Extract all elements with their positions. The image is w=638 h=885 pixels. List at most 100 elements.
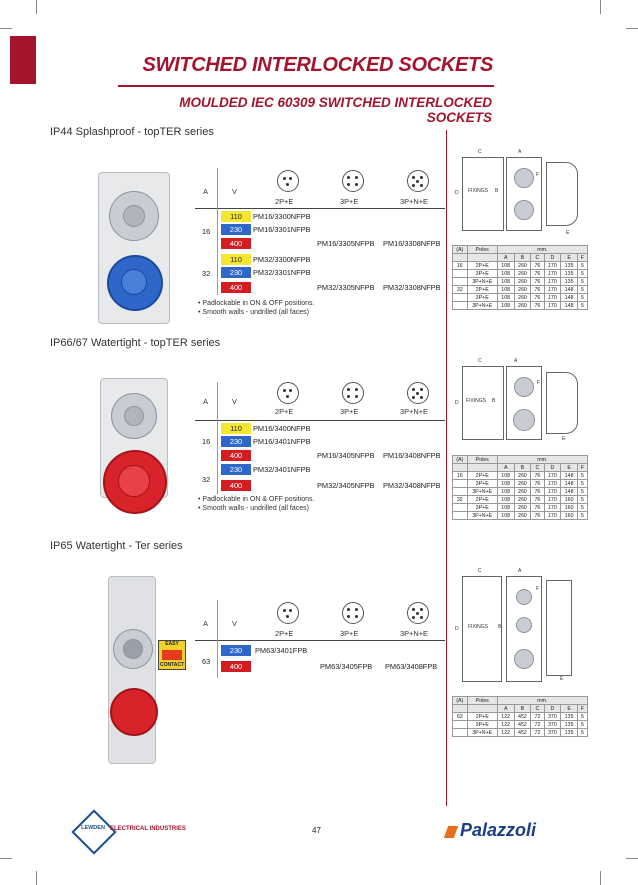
volt-230: 230: [221, 267, 251, 278]
dim-cell: 3P+N+E: [466, 301, 498, 310]
dim-cell: 5: [576, 479, 589, 488]
volt-110: 110: [221, 254, 251, 265]
volt-400: 400: [221, 282, 251, 293]
switch-handle: [123, 205, 145, 227]
volt-230: 230: [221, 464, 251, 475]
dim-cell: 108: [496, 269, 515, 278]
dim-cell: 148: [560, 285, 578, 294]
dim-cell: 260: [513, 293, 532, 302]
product-code: PM32/3401NFPB: [253, 465, 311, 474]
switch-handle: [124, 406, 144, 426]
dimension-drawing-profile: [546, 372, 578, 434]
dim-th: (A): [452, 696, 468, 705]
dim-cell: 135: [560, 261, 578, 270]
dim-a: A: [518, 568, 522, 574]
dim-th: C: [530, 463, 545, 472]
col-header-3pne: 3P+N+E: [400, 197, 428, 206]
dim-f: F: [537, 380, 541, 386]
dim-cell: 160: [560, 503, 578, 512]
dim-cell: [452, 728, 468, 737]
dim-c: C: [478, 358, 482, 364]
product-code: PM63/3408FPB: [385, 662, 438, 671]
dim-th: D: [543, 253, 562, 262]
product-code: PM32/3308NFPB: [383, 283, 441, 292]
dim-cell: 370: [543, 712, 562, 721]
dim-cell: 3P+E: [466, 269, 498, 278]
dim-cell: 148: [560, 487, 578, 496]
product-code: PM16/3308NFPB: [383, 239, 441, 248]
dim-th: A: [496, 463, 515, 472]
dim-d: D: [455, 190, 459, 196]
dim-cell: 170: [543, 479, 562, 488]
dimension-drawing-side: [506, 576, 542, 682]
dim-cell: 108: [496, 277, 515, 286]
dim-cell: 5: [576, 503, 589, 512]
dim-cell: 76: [530, 479, 545, 488]
table-rule: [217, 600, 218, 678]
dim-cell: 135: [560, 269, 578, 278]
dim-cell: 260: [513, 511, 532, 520]
volt-230: 230: [221, 436, 251, 447]
dim-cell: 32: [452, 285, 468, 294]
crop-mark: [0, 28, 12, 29]
switch-handle: [123, 639, 143, 659]
product-code: PM16/3408NFPB: [383, 451, 441, 460]
feature-item: • Padlockable in ON & OFF positions.: [198, 496, 315, 503]
dim-cell: 76: [530, 269, 545, 278]
drawing-socket: [514, 649, 534, 669]
dimension-drawing-profile: [546, 162, 578, 226]
dim-cell: 260: [513, 261, 532, 270]
dim-cell: 72: [530, 728, 545, 737]
col-header-volts: V: [232, 619, 237, 628]
col-header-volts: V: [232, 397, 237, 406]
dim-th: B: [513, 463, 532, 472]
dim-cell: 5: [576, 301, 589, 310]
dim-cell: 160: [560, 511, 578, 520]
dim-f: F: [536, 172, 540, 178]
product-code: PM63/3401FPB: [255, 646, 308, 655]
table-rule: [195, 420, 445, 421]
dim-cell: 16: [452, 261, 468, 270]
amp-value: 16: [202, 227, 211, 236]
dim-cell: 76: [530, 277, 545, 286]
product-code: PM16/3305NFPB: [317, 239, 375, 248]
drawing-socket: [514, 200, 534, 220]
dimension-drawing-side: [506, 366, 542, 440]
dim-cell: 108: [496, 479, 515, 488]
dim-cell: 5: [576, 277, 589, 286]
dim-cell: 260: [513, 301, 532, 310]
socket-2pe-icon: [277, 602, 299, 624]
crop-mark: [36, 871, 37, 885]
fixings-label: FIXINGS: [468, 624, 489, 630]
subtitle-line-1: MOULDED IEC 60309 SWITCHED INTERLOCKED: [179, 95, 492, 110]
dim-a: A: [518, 149, 522, 155]
product-code: PM63/3405FPB: [320, 662, 373, 671]
dim-cell: 3P+E: [466, 479, 498, 488]
dim-e: E: [566, 230, 570, 236]
dim-th: Poles: [466, 455, 498, 464]
dim-cell: 72: [530, 712, 545, 721]
crop-mark: [600, 871, 601, 885]
dim-cell: 452: [513, 712, 532, 721]
dim-cell: 3P+E: [466, 720, 498, 729]
dim-cell: 5: [576, 511, 589, 520]
product-table-ip44: A V 2P+E 3P+E 3P+N+E 16 32 110 PM16/3300…: [195, 168, 445, 298]
page-title: SWITCHED INTERLOCKED SOCKETS: [142, 54, 494, 76]
socket-2pe-icon: [277, 170, 299, 192]
dim-cell: 170: [543, 487, 562, 496]
dim-cell: 2P+E: [466, 471, 498, 480]
page-subtitle: MOULDED IEC 60309 SWITCHED INTERLOCKED S…: [110, 95, 492, 125]
dimension-drawing-front: [462, 157, 504, 231]
dim-cell: 148: [560, 479, 578, 488]
dim-cell: 72: [530, 720, 545, 729]
table-rule: [217, 168, 218, 295]
dim-th: mm.: [496, 455, 589, 464]
dim-cell: 108: [496, 511, 515, 520]
dim-th: D: [543, 463, 562, 472]
dim-cell: 260: [513, 285, 532, 294]
dimension-drawing-front: [462, 366, 504, 440]
